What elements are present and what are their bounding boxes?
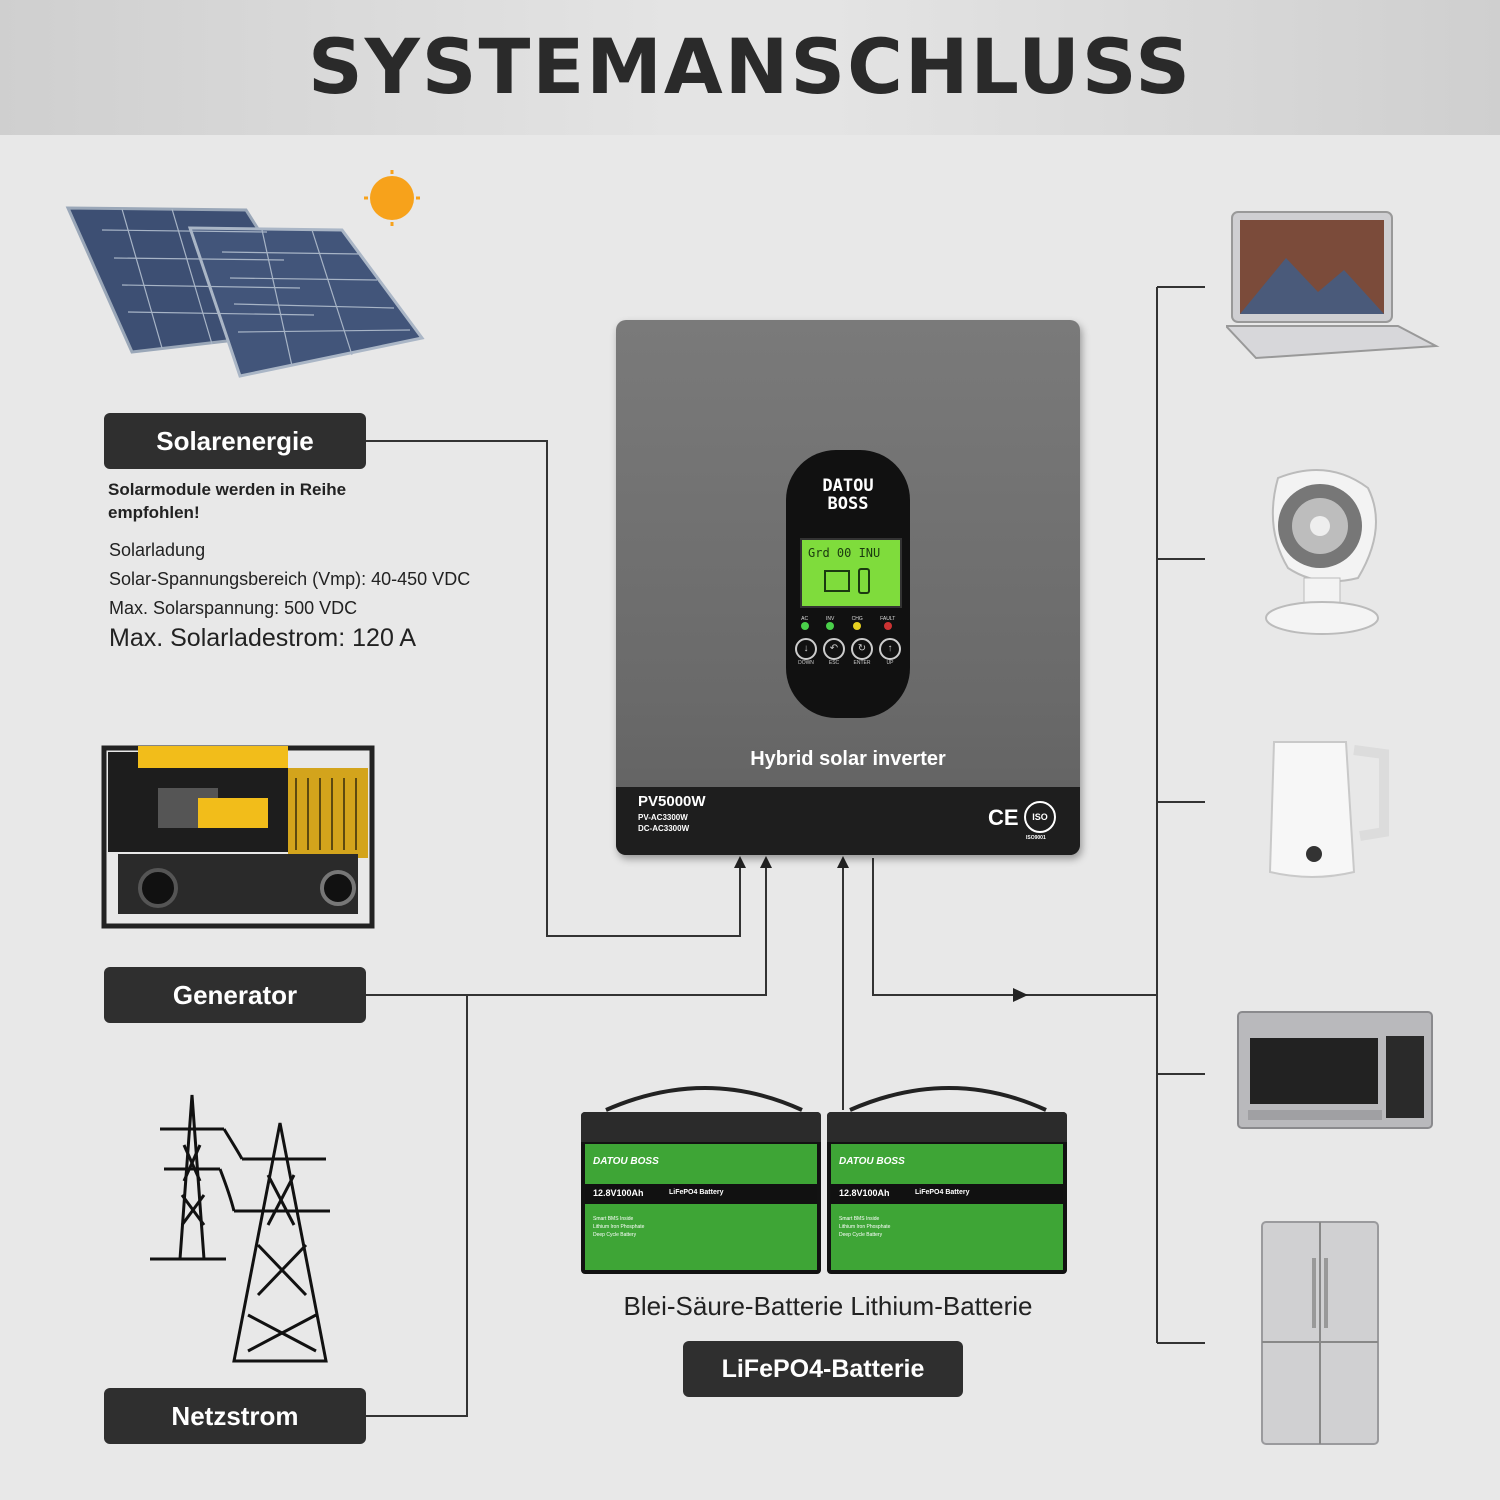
battery-handles — [605, 1086, 1047, 1112]
arrow-solar-icon — [734, 856, 746, 868]
lcd-bulb-icon — [858, 568, 870, 594]
iso-number: ISO9001 — [1026, 835, 1046, 841]
battery-line: Smart BMS Inside — [593, 1216, 634, 1222]
battery-unit-2: DATOU BOSS 12.8V100Ah LiFePO4 Battery Sm… — [827, 1112, 1067, 1274]
inverter-model: PV5000W — [638, 793, 706, 810]
battery-unit-1: DATOU BOSS 12.8V100Ah LiFePO4 Battery Sm… — [581, 1112, 821, 1274]
kettle-icon — [1268, 741, 1389, 878]
battery-chem: LiFePO4 Battery — [915, 1189, 970, 1196]
solar-max-current: Max. Solarladestrom: 120 A — [109, 624, 417, 652]
lcd-display: Grd 00 INU — [800, 538, 902, 608]
sun-icon — [370, 176, 414, 220]
solar-detail-1: Solarladung — [109, 540, 206, 560]
refrigerator-icon — [1261, 1221, 1379, 1445]
lcd-text: Grd 00 INU — [808, 546, 881, 560]
battery-line: Deep Cycle Battery — [839, 1232, 883, 1238]
ce-mark: CE — [988, 805, 1019, 830]
arrow-generator-icon — [760, 856, 772, 868]
led-ac: AC — [800, 616, 809, 630]
battery-brand: DATOU BOSS — [839, 1156, 905, 1167]
output-wire — [872, 858, 1157, 996]
netzstrom-label: Netzstrom — [104, 1388, 366, 1444]
brand-bottom: BOSS — [827, 494, 869, 514]
battery-line: Smart BMS Inside — [839, 1216, 880, 1222]
chevron-down-icon: ↓ — [795, 638, 817, 660]
arrow-output-icon — [1013, 988, 1028, 1002]
hybrid-inverter: DATOU BOSS Grd 00 INU AC INV CHG FAULT ↓… — [616, 320, 1080, 855]
up-button[interactable]: ↑UP — [879, 638, 901, 666]
led-fault: FAULT — [880, 616, 895, 630]
battery-caption: Blei-Säure-Batterie Lithium-Batterie — [623, 1291, 1033, 1321]
solar-wire — [366, 440, 741, 937]
battery-label-panel — [585, 1144, 817, 1270]
inverter-name: Hybrid solar inverter — [750, 748, 946, 770]
battery-rating: 12.8V100Ah — [593, 1188, 644, 1198]
header-banner: SYSTEMANSCHLUSS — [0, 0, 1500, 135]
fan-icon — [1265, 469, 1379, 635]
power-tower-icon — [150, 1094, 330, 1363]
battery-brand: DATOU BOSS — [593, 1156, 659, 1167]
led-chg: CHG — [852, 616, 863, 630]
battery-line: Deep Cycle Battery — [593, 1232, 637, 1238]
esc-button[interactable]: ↶ESC — [823, 638, 845, 666]
inverter-model-sub1: PV-AC3300W — [638, 813, 688, 822]
arrow-battery-icon — [837, 856, 849, 868]
chevron-up-icon: ↑ — [879, 638, 901, 660]
led-row: AC INV CHG FAULT — [792, 616, 904, 630]
button-row: ↓DOWN ↶ESC ↻ENTER ↑UP — [792, 638, 904, 666]
solar-panel-icon — [65, 170, 425, 378]
solar-detail-2: Solar-Spannungsbereich (Vmp): 40-450 VDC — [109, 569, 471, 589]
iso-mark: ISO — [1024, 801, 1056, 833]
enter-button[interactable]: ↻ENTER — [851, 638, 873, 666]
battery-label-panel — [831, 1144, 1063, 1270]
grid-wire — [366, 995, 468, 1417]
down-button[interactable]: ↓DOWN — [795, 638, 817, 666]
inverter-model-sub2: DC-AC3300W — [638, 824, 690, 833]
battery-line: Lithium Iron Phosphate — [593, 1224, 645, 1230]
inverter-control-panel: DATOU BOSS Grd 00 INU AC INV CHG FAULT ↓… — [786, 450, 910, 718]
generator-label: Generator — [104, 967, 366, 1023]
lifepo4-label: LiFePO4-Batterie — [683, 1341, 963, 1397]
led-inv: INV — [826, 616, 834, 630]
microwave-icon — [1237, 1011, 1433, 1129]
battery-rating: 12.8V100Ah — [839, 1188, 890, 1198]
inverter-footer: PV5000W PV-AC3300W DC-AC3300W CE ISO ISO… — [616, 787, 1080, 855]
brand-top: DATOU — [822, 476, 874, 496]
laptop-icon — [1226, 211, 1440, 360]
solar-detail-3: Max. Solarspannung: 500 VDC — [109, 598, 358, 618]
generator-wire — [366, 862, 767, 996]
page-title: SYSTEMANSCHLUSS — [308, 22, 1192, 111]
lcd-battery-icon — [824, 570, 850, 592]
battery-chem: LiFePO4 Battery — [669, 1189, 724, 1196]
solar-note: Solarmodule werden in Reihe empfohlen! — [108, 480, 347, 522]
undo-icon: ↶ — [823, 638, 845, 660]
battery-line: Lithium Iron Phosphate — [839, 1224, 891, 1230]
enter-icon: ↻ — [851, 638, 873, 660]
solarenergie-label: Solarenergie — [104, 413, 366, 469]
generator-icon — [101, 745, 375, 929]
